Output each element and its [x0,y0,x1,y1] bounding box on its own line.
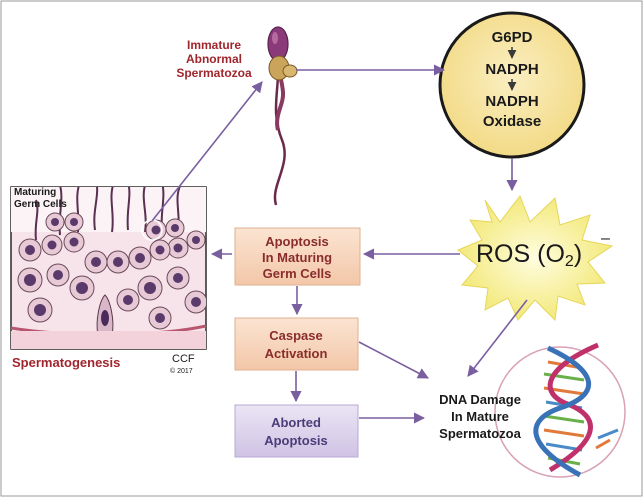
apoptosis-line-3: Germ Cells [263,266,332,281]
arrow-caspase-to-dna [358,341,429,379]
aborted-box: Aborted Apoptosis [234,404,359,458]
sperm-label: Immature Abnormal Spermatozoa [176,38,252,80]
sperm-label-line-3: Spermatozoa [176,66,252,80]
ros-text: ROS (O2) [476,240,582,270]
aborted-line-1: Aborted [271,415,321,430]
sperm-illustration [267,26,298,206]
ros-subscript: 2 [565,253,574,270]
copyright-label: © 2017 [170,367,193,375]
spermatogenesis-tissue: Maturing Germ Cells [10,186,207,350]
apoptosis-box: Apoptosis In Maturing Germ Cells [234,227,361,286]
spermatogenesis-label: Spermatogenesis [12,355,120,370]
arrow-ros-to-dna [467,299,528,377]
sperm-label-line-1: Immature [187,38,241,52]
ccf-label: CCF [172,353,195,365]
aborted-line-2: Apoptosis [264,433,328,448]
ros-close-paren: ) [574,240,582,268]
ros-starburst: ROS (O2) – [457,194,614,322]
dna-helix-illustration [494,342,626,478]
dna-line-3: Spermatozoa [439,426,521,441]
nadph-label: NADPH [485,61,538,78]
germ-cells-label-line-1: Maturing [14,187,56,198]
sperm-label-line-2: Abnormal [186,52,242,66]
caspase-line-1: Caspase [269,328,322,343]
caspase-box: Caspase Activation [234,317,359,371]
ros-label: ROS (O [476,240,565,268]
g6pd-label: G6PD [492,29,533,46]
oxidase-label-line-2: Oxidase [483,113,541,130]
dna-line-2: In Mature [451,409,509,424]
dna-line-1: DNA Damage [439,392,521,407]
oxidase-label-line-1: NADPH [485,93,538,110]
germ-cells-label-line-2: Germ Cells [14,199,67,210]
enzyme-circle: G6PD NADPH NADPH Oxidase [438,11,586,159]
arrow-tissue-to-sperm [151,81,263,222]
apoptosis-line-2: In Maturing [262,250,332,265]
dna-damage-label: DNA Damage In Mature Spermatozoa [439,392,522,441]
ros-superscript: – [601,230,610,247]
apoptosis-line-1: Apoptosis [265,234,329,249]
caspase-line-2: Activation [265,346,328,361]
